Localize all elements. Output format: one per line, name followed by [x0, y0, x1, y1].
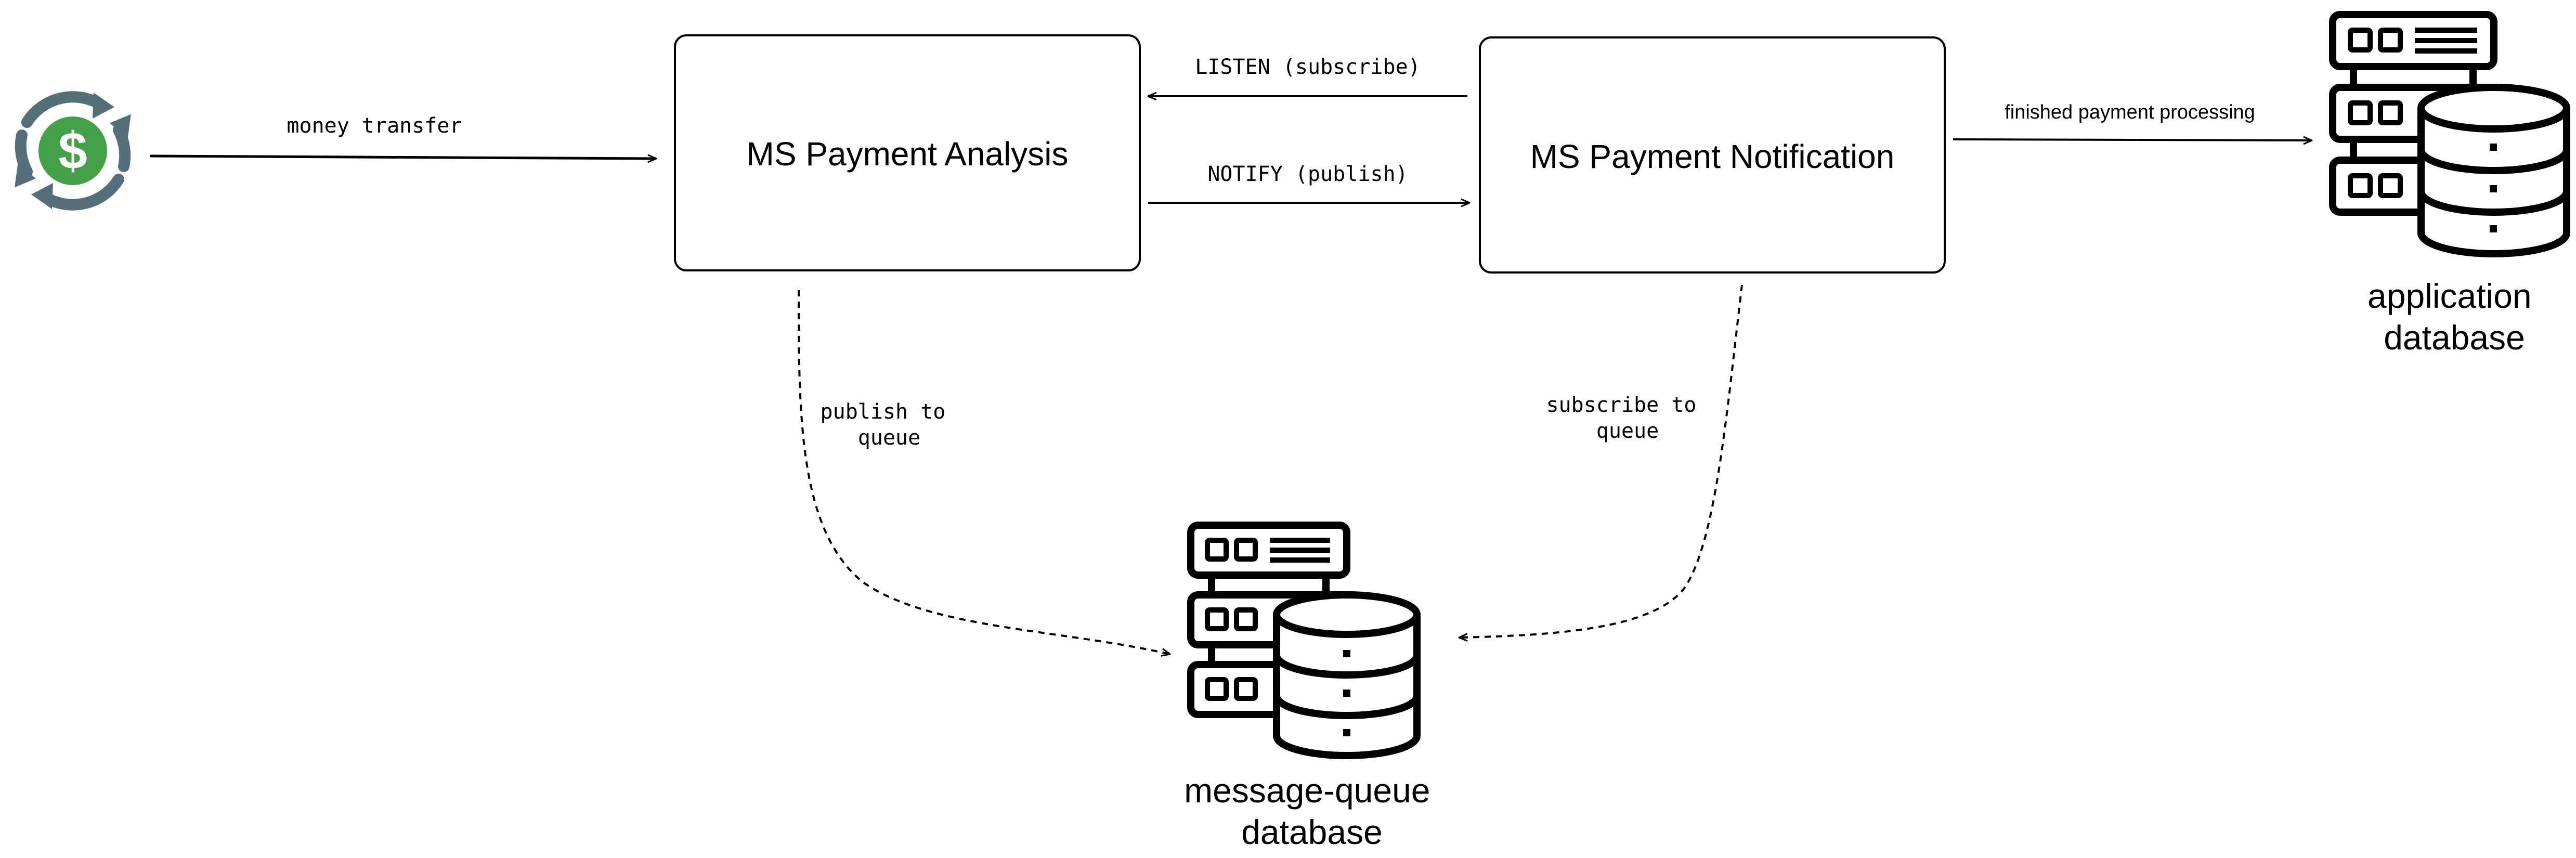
svg-text:$: $ [58, 122, 87, 180]
application-database-icon [2329, 11, 2570, 257]
money-transfer-icon: $ [15, 91, 131, 211]
publish-to-queue-label: publish to queue [821, 400, 958, 450]
payment-analysis-box [674, 34, 1141, 271]
listen-label: LISTEN (subscribe) [1195, 55, 1420, 79]
money-transfer-label: money transfer [287, 114, 462, 138]
payment-notification-box [1479, 36, 1946, 274]
payment-analysis-label: MS Payment Analysis [747, 135, 1069, 173]
finished-processing-arrow [1953, 136, 2313, 145]
subscribe-to-queue-label: subscribe to queue [1546, 393, 1709, 443]
application-database-label: application database [2367, 277, 2541, 357]
message-queue-database-icon [1187, 522, 1421, 759]
subscribe-to-queue-arrow [1458, 284, 1743, 642]
publish-to-queue-arrow [798, 290, 1171, 657]
message-queue-database-label: message-queue database [1184, 771, 1440, 851]
payment-notification-label: MS Payment Notification [1530, 138, 1895, 175]
money-transfer-arrow [149, 154, 657, 163]
notify-label: NOTIFY (publish) [1207, 162, 1408, 186]
finished-processing-label: finished payment processing [2005, 101, 2255, 123]
